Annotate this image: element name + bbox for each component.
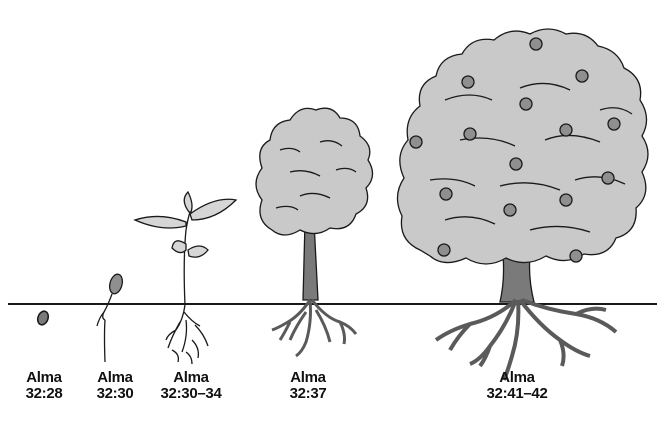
caption-book: Alma xyxy=(278,370,338,386)
fruit xyxy=(602,172,614,184)
caption-sprout: Alma 32:30 xyxy=(85,370,145,402)
fruit xyxy=(510,158,522,170)
caption-book: Alma xyxy=(472,370,562,386)
caption-mature-tree: Alma 32:41–42 xyxy=(472,370,562,402)
fruit xyxy=(462,76,474,88)
caption-book: Alma xyxy=(85,370,145,386)
fruit xyxy=(438,244,450,256)
sprout-illustration xyxy=(97,273,124,362)
fruit xyxy=(560,194,572,206)
caption-reference: 32:28 xyxy=(14,386,74,402)
caption-seedling: Alma 32:30–34 xyxy=(148,370,234,402)
fruit xyxy=(504,204,516,216)
caption-reference: 32:37 xyxy=(278,386,338,402)
fruit xyxy=(520,98,532,110)
fruit xyxy=(440,188,452,200)
caption-reference: 32:30 xyxy=(85,386,145,402)
caption-book: Alma xyxy=(148,370,234,386)
caption-book: Alma xyxy=(14,370,74,386)
caption-seed: Alma 32:28 xyxy=(14,370,74,402)
seed-illustration xyxy=(36,310,50,327)
fruit xyxy=(410,136,422,148)
fruit xyxy=(530,38,542,50)
fruit xyxy=(560,124,572,136)
caption-reference: 32:41–42 xyxy=(472,386,562,402)
mature-tree-illustration xyxy=(397,29,648,380)
caption-young-tree: Alma 32:37 xyxy=(278,370,338,402)
fruit xyxy=(608,118,620,130)
fruit xyxy=(464,128,476,140)
young-tree-illustration xyxy=(256,108,373,356)
fruit xyxy=(570,250,582,262)
fruit xyxy=(576,70,588,82)
caption-reference: 32:30–34 xyxy=(148,386,234,402)
seedling-illustration xyxy=(135,192,236,364)
